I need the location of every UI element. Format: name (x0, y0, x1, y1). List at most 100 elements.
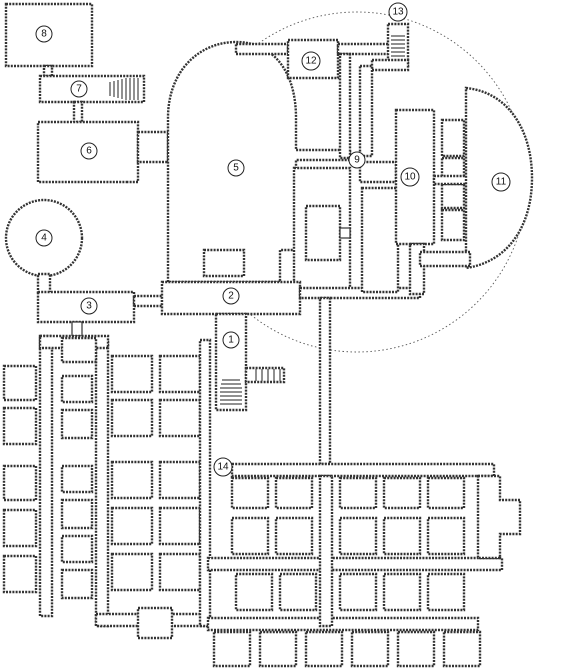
passage-6-5 (136, 130, 170, 164)
door-inner-5 (339, 227, 351, 239)
passage-9-10 (358, 160, 398, 184)
cell (60, 534, 94, 564)
room-3-chamber (36, 290, 136, 324)
cell (304, 630, 344, 668)
cell (212, 630, 252, 668)
room-label-1-text: 1 (228, 335, 234, 346)
room-label-8-text: 8 (41, 29, 47, 40)
cell (278, 572, 318, 612)
cell (230, 516, 270, 556)
passage-3-2 (132, 294, 164, 308)
west-block-exit (136, 606, 174, 640)
room-label-10-text: 10 (404, 172, 416, 183)
cell (2, 364, 38, 402)
room-label-12-text: 12 (305, 56, 317, 67)
cell (230, 476, 270, 510)
cell (426, 516, 466, 556)
cell (60, 464, 94, 494)
room-label-13-text: 13 (392, 7, 404, 18)
cell (382, 572, 422, 612)
room-label-3: 3 (80, 297, 98, 315)
passage-8-7 (42, 64, 54, 78)
corridor-east-south (318, 296, 332, 466)
annex-10-west (360, 186, 400, 294)
room-7-chamber (38, 74, 146, 104)
room-label-5: 5 (227, 159, 245, 177)
west-cells-right (110, 354, 202, 592)
room-label-8: 8 (35, 25, 53, 43)
corridor-14-mid (206, 556, 504, 572)
east-block-annex (476, 474, 522, 560)
corridor-west-main (38, 334, 54, 618)
passage-7-6 (72, 100, 84, 124)
room-label-5-text: 5 (233, 163, 239, 174)
cell (110, 552, 154, 592)
corridor-west-right (198, 338, 212, 628)
stairs-7 (109, 78, 139, 100)
door-3-south (71, 321, 83, 337)
alcove-5 (202, 248, 246, 278)
corridor-14-center (318, 474, 334, 628)
cell (2, 406, 38, 446)
cell (110, 398, 154, 438)
west-cells-mid (60, 374, 94, 600)
cell (110, 354, 154, 394)
room-label-6: 6 (80, 142, 98, 160)
room-10-cell-a (440, 118, 466, 158)
cell (2, 464, 38, 502)
cell (60, 568, 94, 600)
cell (158, 398, 202, 438)
cell (274, 516, 314, 556)
cell (60, 408, 94, 440)
passage-2-east (298, 286, 422, 300)
cell (158, 506, 202, 546)
passage-12-13 (336, 42, 394, 56)
cell (110, 460, 154, 500)
cell (442, 630, 482, 668)
cell (234, 572, 274, 612)
cell (60, 498, 94, 530)
room-label-12: 12 (301, 51, 321, 71)
room-label-7-text: 7 (76, 84, 82, 95)
passage-10-cells (432, 174, 470, 186)
passage-9-north (358, 64, 374, 158)
room-label-4: 4 (35, 229, 53, 247)
cell (382, 476, 422, 510)
cell (2, 554, 38, 594)
east-cells-upper (230, 476, 466, 556)
cell (274, 476, 314, 510)
cell (338, 516, 378, 556)
passage-1-east (244, 366, 286, 384)
west-cells-left (2, 364, 38, 594)
room-label-4-text: 4 (41, 233, 47, 244)
room-label-7: 7 (70, 80, 88, 98)
room-label-9: 9 (348, 151, 366, 169)
east-cells-bottom (212, 630, 482, 668)
cell (158, 460, 202, 500)
room-1-chamber (214, 312, 248, 412)
passage-11-link (418, 250, 472, 268)
cell (338, 476, 378, 510)
room-label-11: 11 (491, 172, 511, 192)
passage-13-9 (370, 58, 410, 72)
room-label-3-text: 3 (86, 301, 92, 312)
passage-5-12 (234, 42, 290, 56)
room-label-1: 1 (222, 331, 240, 349)
room-label-9-text: 9 (354, 155, 360, 166)
cell (426, 476, 466, 510)
room-label-13: 13 (388, 2, 408, 22)
room-label-14: 14 (213, 457, 233, 477)
room-label-2: 2 (222, 287, 240, 305)
room-5-chamber (166, 40, 352, 284)
room-10-cell-c (440, 182, 466, 210)
room-label-11-text: 11 (496, 177, 507, 188)
cell (338, 572, 378, 612)
room-label-6-text: 6 (86, 146, 92, 157)
cell (2, 508, 38, 548)
inner-cell-5 (304, 204, 342, 262)
room-label-14-text: 14 (217, 462, 229, 473)
corridor-west-inner (94, 338, 110, 628)
corridor-14-bottom (206, 616, 480, 632)
cell (426, 572, 466, 612)
